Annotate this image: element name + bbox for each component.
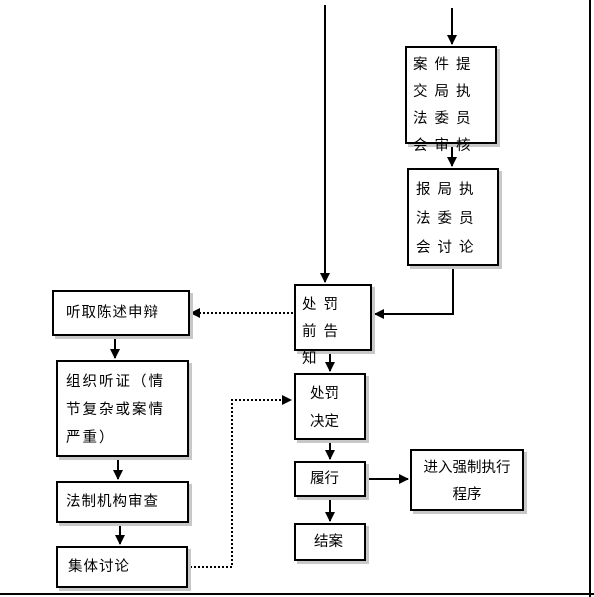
node-perform: 履行 <box>294 461 366 497</box>
node-penalty-decision: 处罚决定 <box>294 373 366 440</box>
node-organize-hearing: 组织听证（情节复杂或案情严重） <box>56 360 189 457</box>
node-hearing-statement: 听取陈述申辩 <box>52 290 190 336</box>
node-submit-review: 案件提交局执法委员会审核 <box>405 46 497 154</box>
node-enforcement: 进入强制执行程序 <box>410 449 524 511</box>
node-report-discuss: 报局执法委员会讨论 <box>407 168 499 266</box>
page-edge-right <box>589 0 591 597</box>
node-close-case: 结案 <box>294 523 366 561</box>
arrow-collective-to-decision <box>190 395 292 568</box>
node-prior-notice: 处罚前告知 <box>294 284 372 367</box>
node-legal-review: 法制机构审查 <box>56 481 189 523</box>
node-collective-discussion: 集体讨论 <box>56 546 188 588</box>
page-edge-bottom <box>0 593 594 595</box>
arrow-report-to-prior-notice <box>374 266 454 319</box>
